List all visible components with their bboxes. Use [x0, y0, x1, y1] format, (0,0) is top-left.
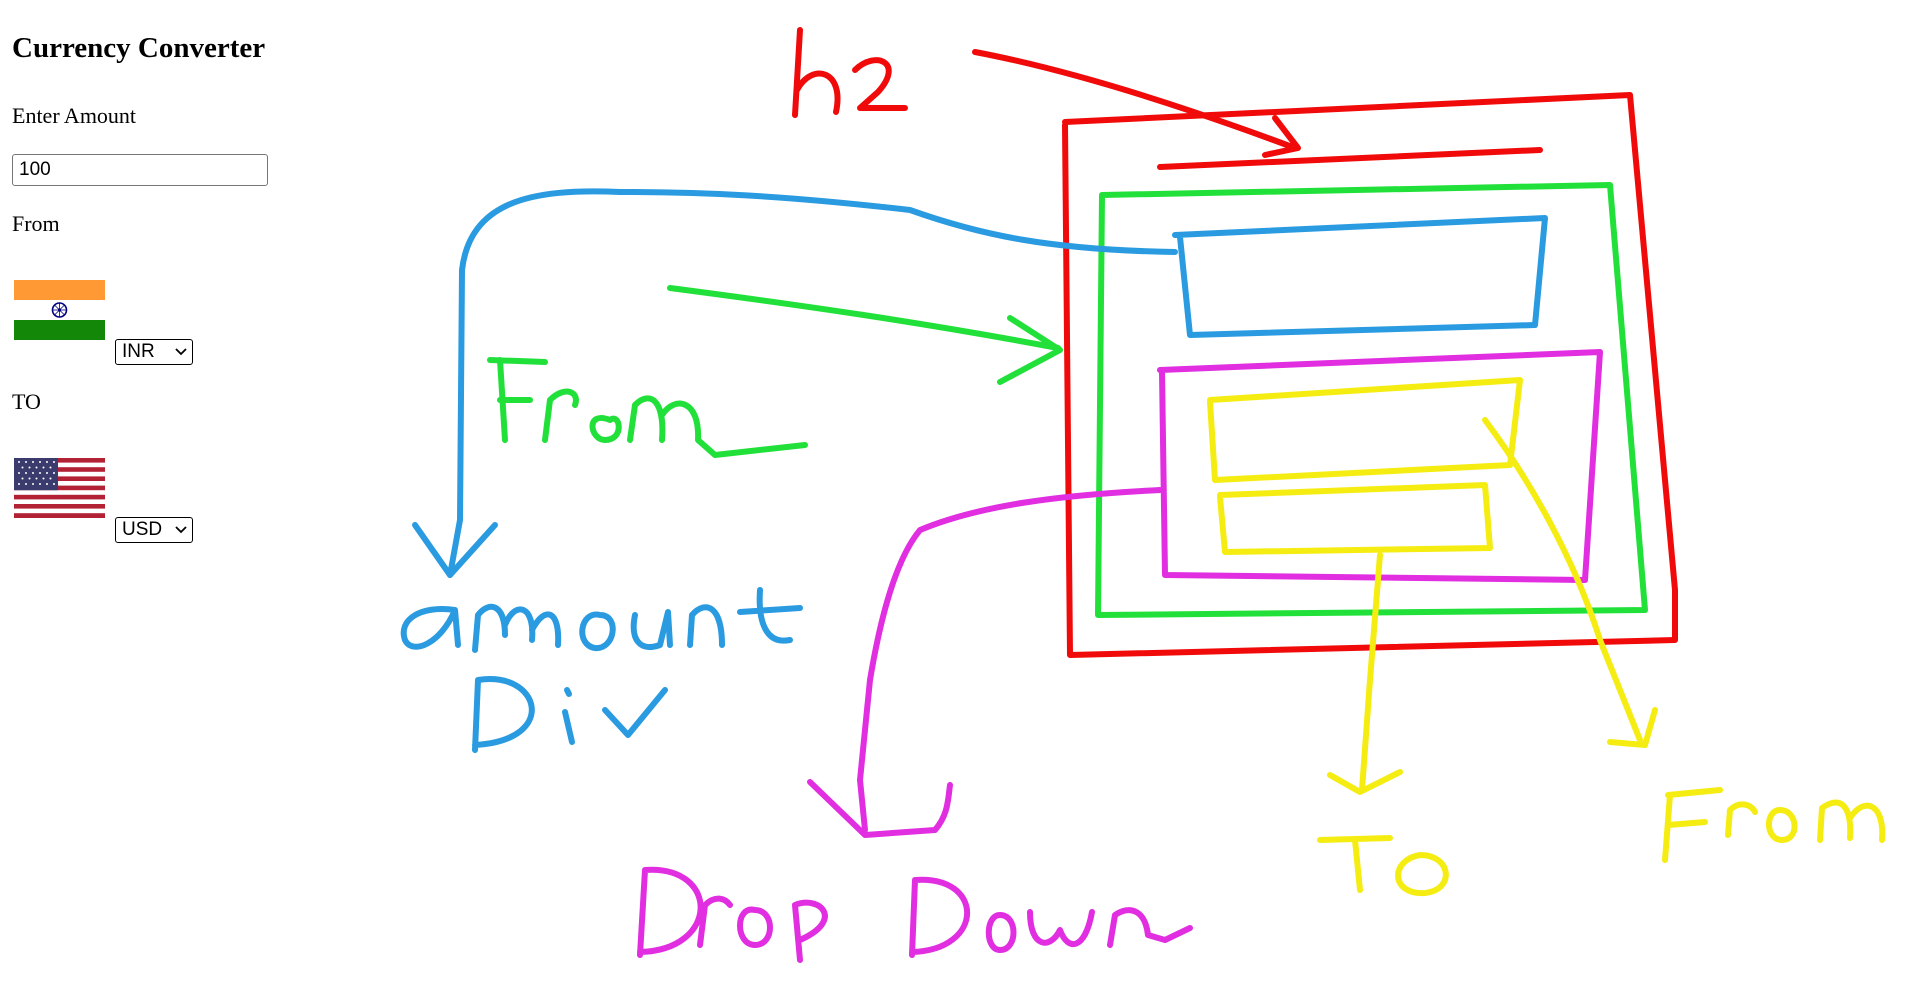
h2-glyph-h [792, 27, 803, 118]
from-right-glyph-f [1662, 787, 1723, 863]
dropdown-glyph-w [1027, 909, 1095, 948]
yellow-from-arrowhead [1607, 707, 1658, 748]
to-glyph-t [1317, 835, 1393, 893]
dropdown-glyph-o2 [985, 912, 1017, 953]
india-flag-icon [14, 280, 105, 340]
green-from-box [487, 182, 1648, 618]
amount-glyph-m [472, 603, 562, 653]
amount-glyph-u [630, 609, 673, 650]
h2-underline [1157, 147, 1543, 170]
red-outer-box [792, 27, 1678, 658]
from-currency-select[interactable]: INR [115, 339, 193, 365]
from-right-glyph-m [1817, 799, 1886, 843]
to-currency-value: USD [122, 519, 163, 540]
h2-glyph-h-arch [794, 70, 841, 115]
from-label: From [12, 211, 60, 236]
amount-glyph-o [579, 611, 616, 651]
yellow-from-arrow [1482, 417, 1643, 743]
yellow-to-arrow [1359, 552, 1383, 793]
blue-amount-box [400, 188, 1548, 753]
amount-label: Enter Amount [12, 103, 137, 128]
dropdown-glyph-d [637, 866, 704, 958]
to-label: TO [12, 389, 41, 414]
to-currency-select[interactable]: USD [115, 517, 193, 543]
dropdown-glyph-p [792, 899, 828, 963]
from-right-glyph-r [1725, 801, 1758, 838]
green-arrow [667, 285, 1061, 351]
div-glyph-i-dot [564, 687, 572, 697]
from-currency-value: INR [122, 341, 155, 362]
from-glyph-m [627, 395, 808, 458]
chevron-down-icon [175, 348, 187, 356]
amount-glyph-t [737, 587, 803, 644]
yellow-to-box [1217, 482, 1493, 555]
dropdown-glyph-o [737, 906, 773, 948]
amount-glyph-n [687, 604, 725, 648]
usa-flag-icon [14, 458, 105, 518]
from-glyph-f-top [487, 357, 548, 365]
chevron-down-icon [175, 526, 187, 534]
dropdown-glyph-d2 [909, 876, 970, 958]
yellow-from-box [1207, 377, 1523, 483]
h2-arrowhead [1262, 115, 1301, 158]
magenta-dropdown-box [637, 349, 1603, 963]
from-glyph-r [542, 388, 579, 443]
amount-glyph-a [400, 606, 461, 650]
green-arrowhead [997, 315, 1063, 385]
from-right-glyph-o [1766, 807, 1798, 843]
yellow-to-arrowhead [1327, 769, 1403, 795]
yellow-to-from-boxes [1207, 377, 1886, 897]
magenta-arrow [857, 487, 1163, 833]
to-glyph-o [1395, 852, 1449, 897]
amount-input[interactable] [12, 154, 268, 186]
dropdown-glyph-n [1107, 907, 1193, 948]
magenta-arrowhead [807, 779, 953, 838]
from-glyph-f [497, 357, 508, 443]
div-glyph-d [472, 676, 535, 753]
div-glyph-i [562, 709, 575, 745]
page-title: Currency Converter [12, 32, 266, 64]
div-glyph-v [602, 687, 668, 738]
dropdown-glyph-r [697, 895, 733, 948]
h2-glyph-2 [852, 57, 908, 111]
h2-arrow [972, 49, 1298, 151]
from-glyph-o [589, 415, 622, 443]
blue-arrow [447, 188, 1178, 578]
blue-arrowhead [412, 522, 498, 578]
